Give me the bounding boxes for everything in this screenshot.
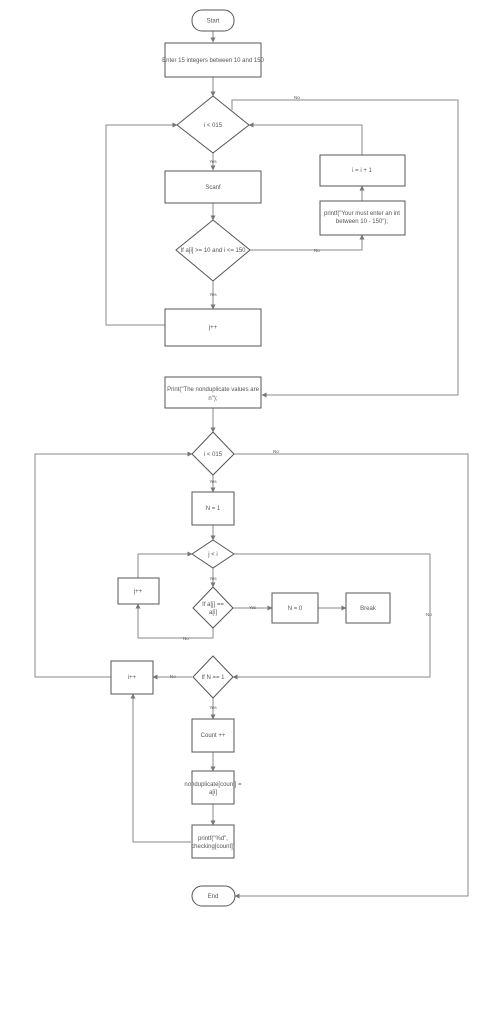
edge-label-check-yes: Yes <box>209 292 217 297</box>
j-inc-2-box <box>117 577 160 605</box>
edge-label-loop3-no: No <box>426 612 432 617</box>
dup-check-label-line1: If a[j] == <box>202 602 224 608</box>
n-init-box <box>191 491 235 526</box>
j-inc-2-label: j++ <box>133 589 143 595</box>
enter-input-box <box>164 42 262 78</box>
edges <box>34 31 469 899</box>
loop1-label: i < 015 <box>204 123 223 129</box>
edge-jinc-loop1 <box>105 122 178 326</box>
break-label: Break <box>360 606 377 612</box>
edge-jinc2-loop3 <box>137 551 193 578</box>
nodes: Start Enter 15 integers between 10 and 1… <box>110 9 406 907</box>
printf-error-box <box>319 200 406 236</box>
printf-out-box <box>191 824 235 859</box>
scanf-label: Scanf <box>205 185 221 191</box>
printf-out-label-line1: printf("%d", <box>198 836 228 842</box>
i-inc-label: i++ <box>128 675 137 681</box>
edge-label-loop1-no: No <box>294 95 300 100</box>
edge-labels: No Yes No Yes No Yes Yes Yes No No No Ye… <box>170 95 432 710</box>
edge-loop3-ncheck <box>232 553 431 680</box>
edge-label-ncheck-no: No <box>170 674 176 679</box>
n-zero-label: N = 0 <box>288 606 303 612</box>
scanf-box <box>164 170 262 204</box>
enter-input-label: Enter 15 integers between 10 and 150 <box>162 58 264 64</box>
edge-iinc-loop2 <box>34 451 193 678</box>
print-header-label-line2: n"); <box>208 396 217 402</box>
assign-box <box>191 770 235 805</box>
i-plus-box <box>319 154 406 187</box>
i-inc-box <box>110 660 154 695</box>
loop3-decision <box>191 539 235 569</box>
edge-label-dup-yes: Yes <box>249 605 257 610</box>
n-check-decision <box>192 655 234 699</box>
start-label: Start <box>207 19 220 25</box>
edge-label-check-no: No <box>314 248 320 253</box>
loop2-decision <box>191 431 235 476</box>
assign-label-line2: a[i] <box>209 790 217 796</box>
j-inc-label: j++ <box>208 325 218 331</box>
loop3-label: j < i <box>207 552 218 558</box>
edge-label-dup-no: No <box>183 636 189 641</box>
i-plus-label: i = i + 1 <box>352 168 372 174</box>
start-terminal <box>191 9 235 32</box>
end-terminal <box>191 885 236 907</box>
edge-printf-iinc <box>130 693 191 843</box>
edge-label-loop1-yes: Yes <box>209 159 217 164</box>
j-inc-box <box>164 308 262 347</box>
end-label: End <box>208 894 219 900</box>
print-header-label-line1: Print("The nonduplicate values are <box>167 387 260 393</box>
range-check-decision <box>175 219 251 282</box>
edge-loop2-end <box>234 453 469 899</box>
assign-label-line1: nonduplicate[count] = <box>184 782 242 788</box>
edge-label-loop2-no: No <box>273 449 279 454</box>
count-label: Count ++ <box>201 733 226 739</box>
printf-error-label-line1: printf("Your must enter an int <box>324 211 400 217</box>
dup-check-decision <box>192 586 234 629</box>
n-check-label: If N == 1 <box>201 675 225 681</box>
loop2-label: i < 015 <box>204 452 223 458</box>
printf-error-label-line2: between 10 - 150"); <box>336 219 388 225</box>
edge-check-error <box>250 234 365 251</box>
n-init-label: N = 1 <box>206 506 221 512</box>
edge-label-loop3-yes: Yes <box>209 576 217 581</box>
loop1-decision <box>176 95 250 154</box>
range-check-label: If a[i] >= 10 and i <= 150 <box>180 248 246 254</box>
edge-label-ncheck-yes: Yes <box>209 705 217 710</box>
edge-iplus-loop1 <box>248 122 363 155</box>
count-box <box>191 718 235 753</box>
dup-check-label-line2: a[i] <box>209 610 217 616</box>
break-box <box>345 592 391 624</box>
print-header-box <box>164 376 262 409</box>
n-zero-box <box>271 592 319 624</box>
edge-label-loop2-yes: Yes <box>209 479 217 484</box>
edge-loop1-header <box>231 99 459 398</box>
printf-out-label-line2: checking[count]) <box>191 844 235 850</box>
edge-dupcheck-jinc2 <box>135 603 214 639</box>
